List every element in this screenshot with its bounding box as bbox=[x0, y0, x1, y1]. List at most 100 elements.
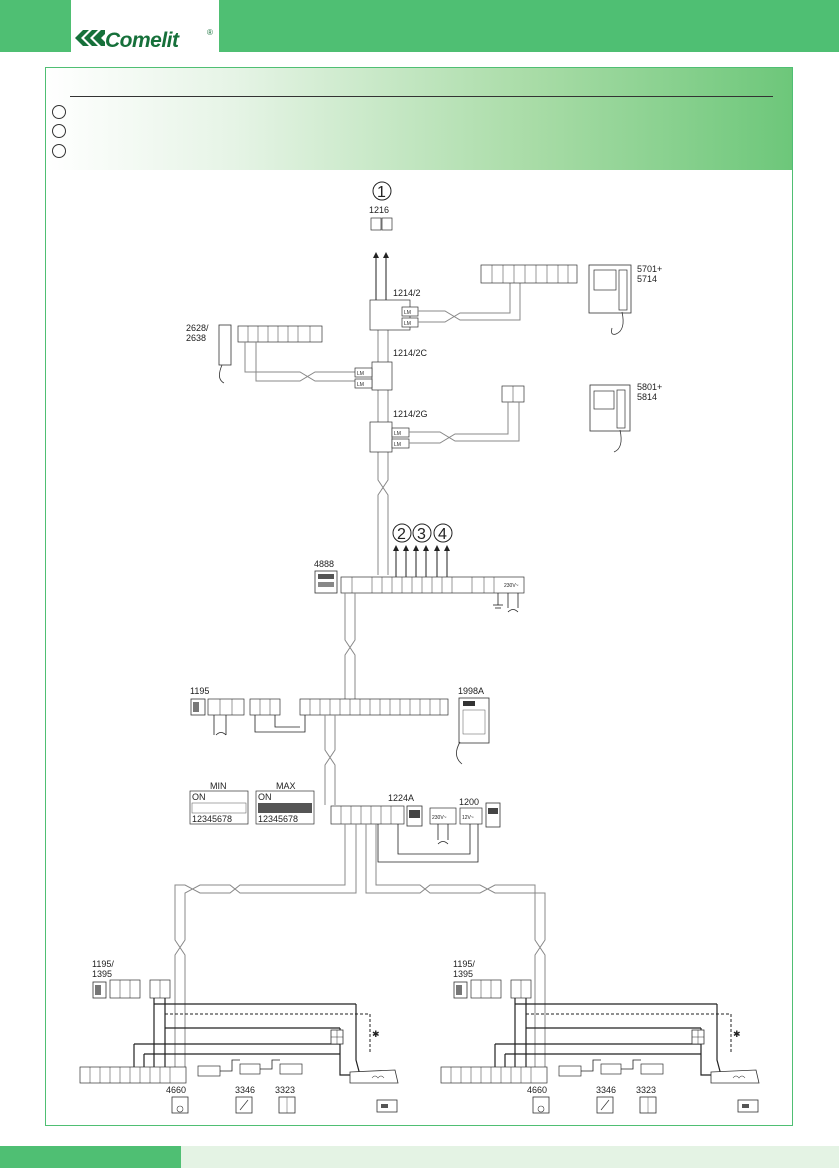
device-4888-icon bbox=[314, 570, 338, 594]
right-panel-3323-icon bbox=[639, 1096, 657, 1114]
cable-1195-1224a bbox=[324, 715, 336, 805]
left-1395-label: 1395 bbox=[92, 969, 112, 979]
terminal-strip-1195 bbox=[207, 698, 449, 716]
terminal-strip-4888 bbox=[340, 576, 525, 594]
module-1195-label: 1195 bbox=[190, 686, 209, 696]
footer-bar-right bbox=[181, 1146, 839, 1168]
left-4660-label: 4660 bbox=[166, 1085, 186, 1095]
right-bottom-terminal-strip bbox=[440, 1066, 548, 1084]
left-keypad-4660-icon bbox=[171, 1096, 189, 1114]
module-4888-label: 4888 bbox=[314, 559, 334, 569]
right-lock-icon bbox=[710, 1069, 760, 1084]
device-1195-icon bbox=[190, 698, 206, 716]
cable-to-2628 bbox=[244, 342, 355, 382]
svg-text:12345678: 12345678 bbox=[192, 814, 232, 824]
left-button-module-icon bbox=[330, 1029, 344, 1045]
dip-switch-min: ON 12345678 bbox=[189, 790, 249, 825]
module-1214-2c: LM LM bbox=[354, 361, 393, 391]
right-module-3346-connector bbox=[558, 1059, 664, 1077]
right-panel-3346-icon bbox=[596, 1096, 614, 1114]
right-4660-label: 4660 bbox=[527, 1085, 547, 1095]
trunk-cable-left bbox=[174, 824, 357, 1072]
right-1395-label: 1395 bbox=[453, 969, 473, 979]
svg-text:LM: LM bbox=[404, 321, 411, 327]
module-2638-label: 2638 bbox=[186, 333, 206, 343]
svg-text:LM: LM bbox=[357, 371, 364, 377]
module-5814-label: 5814 bbox=[637, 392, 657, 402]
comelit-logo-icon bbox=[75, 30, 105, 46]
left-lock-icon bbox=[349, 1069, 399, 1084]
left-camera-icon bbox=[376, 1099, 398, 1113]
legend-circle-2 bbox=[52, 124, 66, 138]
left-module-3346-connector bbox=[197, 1059, 303, 1077]
legend-circle-3 bbox=[52, 144, 66, 158]
svg-text:LM: LM bbox=[394, 442, 401, 448]
dip-max-label: MAX bbox=[276, 781, 296, 791]
logo-text: Comelit bbox=[105, 29, 179, 52]
callout-2: 2 bbox=[392, 523, 412, 543]
module-1214-2c-label: 1214/2C bbox=[393, 348, 428, 358]
svg-text:1: 1 bbox=[377, 184, 386, 201]
svg-text:ON: ON bbox=[192, 792, 206, 802]
right-device-1195-icon bbox=[453, 981, 468, 999]
legend-circle-1 bbox=[52, 105, 66, 119]
cable-to-5801 bbox=[409, 402, 520, 444]
terminal-230v-1200: 230V~ bbox=[429, 807, 457, 825]
dip-min-label: MIN bbox=[210, 781, 227, 791]
cable-4888-1195 bbox=[344, 593, 356, 700]
module-1200-label: 1200 bbox=[459, 797, 479, 807]
svg-text:12345678: 12345678 bbox=[258, 814, 298, 824]
left-terminal-strip-top bbox=[109, 979, 171, 999]
diagram-frame bbox=[45, 67, 793, 1126]
terminal-pair-5801 bbox=[501, 385, 525, 403]
left-bottom-terminal-strip bbox=[79, 1066, 187, 1084]
right-keypad-4660-icon bbox=[532, 1096, 550, 1114]
svg-text:230V~: 230V~ bbox=[432, 815, 447, 821]
ground-symbol-icon bbox=[493, 593, 519, 613]
cable-to-5701 bbox=[418, 283, 521, 323]
callout-3: 3 bbox=[412, 523, 432, 543]
left-star-marker: ✱ bbox=[372, 1029, 380, 1039]
handset-2628-icon bbox=[218, 324, 232, 384]
svg-text:12V~: 12V~ bbox=[462, 815, 474, 821]
terminal-strip-1224a bbox=[330, 805, 405, 825]
terminal-strip-5701 bbox=[480, 264, 578, 284]
wiring-1195-local bbox=[213, 715, 306, 736]
monitor-5701-icon bbox=[588, 264, 632, 335]
module-1216-label: 1216 bbox=[369, 205, 389, 215]
left-1195-label: 1195/ bbox=[92, 959, 114, 969]
terminal-strip-2628 bbox=[237, 325, 323, 343]
header-band bbox=[46, 68, 792, 170]
module-2628-label: 2628/ bbox=[186, 323, 209, 333]
module-1216-terminals bbox=[370, 217, 393, 231]
right-1195-label: 1195/ bbox=[453, 959, 475, 969]
right-camera-icon bbox=[737, 1099, 759, 1113]
trunk-cable-right bbox=[365, 824, 546, 1072]
terminal-12v-1200: 12V~ bbox=[459, 807, 483, 825]
right-button-module-icon bbox=[691, 1029, 705, 1045]
left-panel-3346-icon bbox=[235, 1096, 253, 1114]
right-3346-label: 3346 bbox=[596, 1085, 616, 1095]
right-dashed-link bbox=[526, 1013, 732, 1054]
module-1214-2-label: 1214/2 bbox=[393, 288, 421, 298]
right-star-marker: ✱ bbox=[733, 1029, 741, 1039]
svg-text:ON: ON bbox=[258, 792, 272, 802]
svg-text:LM: LM bbox=[357, 382, 364, 388]
left-3346-label: 3346 bbox=[235, 1085, 255, 1095]
module-1214-2g: LM LM bbox=[369, 421, 410, 453]
svg-text:2: 2 bbox=[397, 526, 406, 543]
wiring-1224a-1200 bbox=[377, 824, 479, 863]
module-1998a-label: 1998A bbox=[458, 686, 484, 696]
doorphone-1998a-icon bbox=[456, 697, 490, 765]
brand-logo: Comelit ® bbox=[71, 0, 219, 52]
callout-4: 4 bbox=[433, 523, 453, 543]
main-riser bbox=[377, 315, 389, 575]
callout-1: 1 bbox=[372, 181, 392, 201]
right-3323-label: 3323 bbox=[636, 1085, 656, 1095]
dip-switch-max: ON 12345678 bbox=[255, 790, 315, 825]
left-device-1195-icon bbox=[92, 981, 107, 999]
svg-text:3: 3 bbox=[417, 526, 426, 543]
left-panel-3323-icon bbox=[278, 1096, 296, 1114]
monitor-5801-icon bbox=[589, 384, 631, 453]
